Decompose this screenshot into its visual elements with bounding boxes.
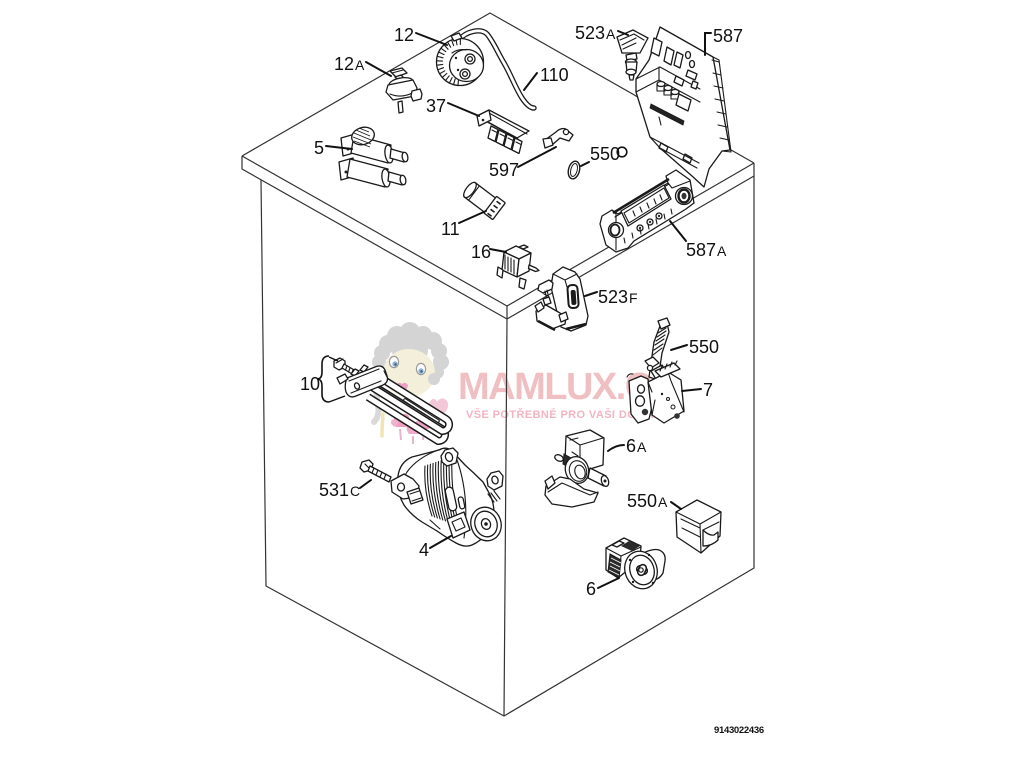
svg-text:4: 4 (419, 540, 429, 560)
svg-text:12: 12 (334, 54, 354, 74)
svg-text:523: 523 (575, 23, 605, 43)
svg-text:531: 531 (319, 480, 349, 500)
svg-text:VŠE POTŘEBNÉ PRO VAŠI DOMÁCN: VŠE POTŘEBNÉ PRO VAŠI DOMÁCN (466, 408, 671, 421)
svg-text:10: 10 (300, 374, 320, 394)
svg-text:550: 550 (627, 491, 657, 511)
svg-text:550: 550 (590, 144, 620, 164)
svg-text:110: 110 (540, 65, 569, 85)
svg-text:597: 597 (489, 160, 519, 180)
svg-text:A: A (658, 494, 668, 510)
svg-text:16: 16 (471, 242, 491, 262)
svg-text:9143022436: 9143022436 (714, 725, 764, 736)
svg-text:550: 550 (689, 337, 719, 357)
svg-text:A: A (717, 243, 727, 259)
svg-text:6: 6 (626, 436, 636, 456)
svg-text:12: 12 (394, 25, 414, 45)
svg-text:A: A (606, 26, 616, 42)
svg-text:587: 587 (686, 240, 716, 260)
svg-text:523: 523 (598, 287, 628, 307)
svg-text:C: C (350, 483, 360, 499)
svg-text:37: 37 (426, 96, 446, 116)
svg-text:F: F (629, 290, 638, 306)
svg-text:A: A (355, 57, 365, 73)
svg-text:11: 11 (441, 219, 460, 239)
svg-text:6: 6 (586, 579, 596, 599)
svg-text:587: 587 (713, 26, 743, 46)
svg-text:A: A (637, 439, 647, 455)
svg-text:7: 7 (703, 380, 713, 400)
svg-text:5: 5 (314, 138, 324, 158)
